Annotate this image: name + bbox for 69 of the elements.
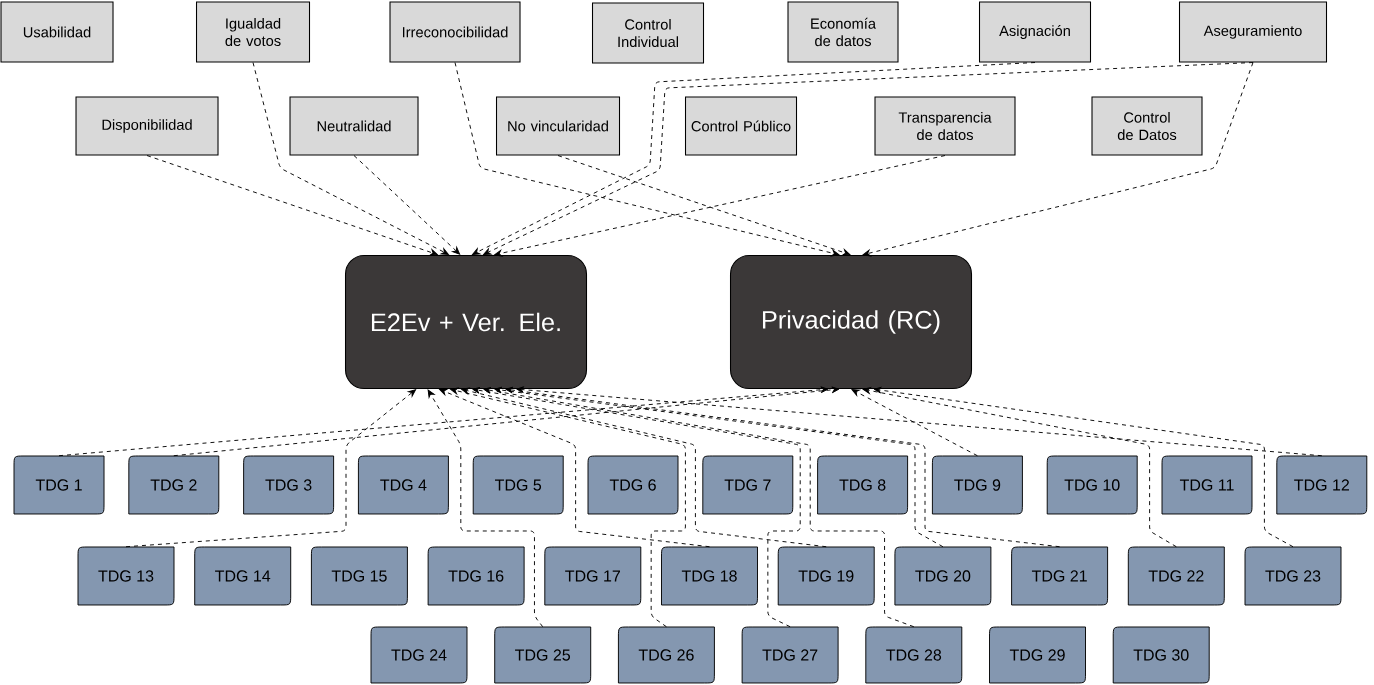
- arrow: [427, 389, 544, 628]
- tag-box: TDG 21: [1011, 546, 1109, 606]
- arrow: [873, 386, 1294, 548]
- tag-box: TDG 8: [817, 455, 909, 515]
- tag-box: TDG 11: [1161, 455, 1253, 515]
- arrow: [483, 387, 915, 628]
- property-box: Neutralidad: [289, 96, 419, 156]
- arrow: [851, 389, 978, 457]
- arrow: [494, 155, 946, 257]
- tag-box: TDG 29: [989, 626, 1086, 684]
- tag-box: TDG 2: [128, 455, 220, 515]
- arrow: [252, 62, 449, 255]
- property-box: Aseguramiento: [1178, 1, 1328, 63]
- tag-box: TDG 17: [544, 546, 642, 606]
- property-box: Igualdad de votos: [196, 1, 311, 63]
- property-box: Usabilidad: [0, 1, 114, 63]
- arrow: [439, 388, 710, 548]
- category-box: Privacidad (RC): [729, 254, 973, 390]
- tag-box: TDG 1: [13, 455, 105, 515]
- tag-box: TDG 27: [741, 626, 839, 684]
- arrow: [557, 155, 851, 256]
- tag-box: TDG 26: [617, 626, 715, 684]
- property-box: Asignación: [978, 1, 1092, 63]
- tag-box: TDG 28: [865, 626, 963, 684]
- arrow: [516, 386, 1323, 457]
- tag-box: TDG 5: [472, 455, 564, 515]
- tag-box: TDG 22: [1127, 546, 1225, 606]
- property-box: Control de Datos: [1091, 96, 1203, 156]
- arrow: [454, 62, 840, 257]
- property-box: Disponibilidad: [75, 96, 219, 156]
- tag-box: TDG 20: [894, 546, 992, 606]
- tag-box: TDG 19: [777, 546, 875, 606]
- property-box: Control Público: [684, 96, 798, 156]
- arrow: [58, 386, 829, 457]
- arrow: [461, 387, 827, 548]
- property-box: Irreconocibilidad: [389, 1, 521, 63]
- tag-box: TDG 15: [310, 546, 408, 606]
- arrow: [472, 62, 1036, 255]
- tag-box: TDG 23: [1244, 546, 1342, 606]
- arrow: [862, 62, 1254, 257]
- tag-box: TDG 25: [494, 626, 592, 684]
- property-box: Economía de datos: [787, 1, 899, 63]
- arrow: [146, 155, 438, 256]
- tag-box: TDG 24: [370, 626, 468, 684]
- tag-box: TDG 10: [1046, 455, 1138, 515]
- tag-box: TDG 16: [427, 546, 525, 606]
- tag-box: TDG 30: [1112, 626, 1210, 684]
- arrow: [125, 389, 417, 548]
- tag-box: TDG 9: [931, 455, 1023, 515]
- property-box: Control Individual: [591, 2, 705, 64]
- arrow: [494, 386, 944, 548]
- arrow: [450, 387, 686, 628]
- arrow: [353, 155, 461, 255]
- tag-box: TDG 4: [357, 455, 449, 515]
- tag-box: TDG 18: [661, 546, 758, 606]
- tag-box: TDG 3: [243, 455, 335, 515]
- arrow: [862, 387, 1177, 548]
- arrow: [483, 62, 1254, 255]
- property-box: Transparencia de datos: [874, 96, 1016, 156]
- arrow: [472, 387, 801, 628]
- property-box: No vincularidad: [495, 96, 621, 156]
- tag-box: TDG 13: [77, 546, 175, 606]
- tag-box: TDG 7: [702, 455, 794, 515]
- arrow: [505, 386, 1061, 548]
- arrow: [173, 386, 840, 457]
- tag-box: TDG 6: [587, 455, 679, 515]
- tag-box: TDG 14: [194, 546, 292, 606]
- tag-box: TDG 12: [1276, 455, 1368, 515]
- category-box: E2Ev + Ver. Ele.: [344, 254, 588, 390]
